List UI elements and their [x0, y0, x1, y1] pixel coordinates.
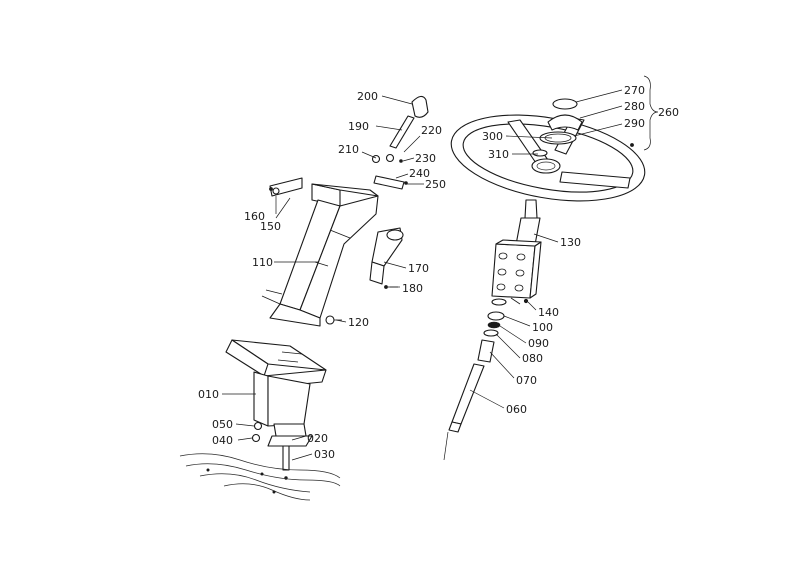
label-110: 110 — [252, 256, 273, 269]
horn-button-parts — [532, 98, 634, 157]
label-250: 250 — [425, 178, 446, 191]
label-240: 240 — [409, 167, 430, 180]
label-020: 020 — [307, 432, 328, 445]
label-150: 150 — [260, 220, 281, 233]
steering-wheel — [450, 114, 646, 202]
floor-plate — [179, 453, 341, 501]
label-070: 070 — [516, 374, 537, 387]
label-210: 210 — [338, 143, 359, 156]
label-190: 190 — [348, 120, 369, 133]
label-310: 310 — [488, 148, 509, 161]
label-220: 220 — [421, 124, 442, 137]
bolt-120 — [325, 315, 342, 325]
label-050: 050 — [212, 418, 233, 431]
label-170: 170 — [408, 262, 429, 275]
label-160: 160 — [244, 210, 265, 223]
label-100: 100 — [532, 321, 553, 334]
label-090: 090 — [528, 337, 549, 350]
label-280: 280 — [624, 100, 645, 113]
column-bracket — [261, 177, 379, 327]
label-060: 060 — [506, 403, 527, 416]
label-140: 140 — [538, 306, 559, 319]
label-300: 300 — [482, 130, 503, 143]
label-040: 040 — [212, 434, 233, 447]
label-120: 120 — [348, 316, 369, 329]
base-bracket — [225, 339, 327, 480]
leader-lines — [222, 75, 659, 461]
label-030: 030 — [314, 448, 335, 461]
lower-shaft-parts — [443, 298, 507, 461]
label-260: 260 — [658, 106, 679, 119]
label-270: 270 — [624, 84, 645, 97]
steering-column-shaft — [491, 199, 542, 305]
label-010: 010 — [198, 388, 219, 401]
label-290: 290 — [624, 117, 645, 130]
label-230: 230 — [415, 152, 436, 165]
label-080: 080 — [522, 352, 543, 365]
label-130: 130 — [560, 236, 581, 249]
gear-lever — [371, 95, 429, 190]
part-labels: 200 190 220 210 230 240 250 160 150 110 … — [198, 84, 679, 461]
label-200: 200 — [357, 90, 378, 103]
label-180: 180 — [402, 282, 423, 295]
switch-bracket — [369, 227, 404, 289]
